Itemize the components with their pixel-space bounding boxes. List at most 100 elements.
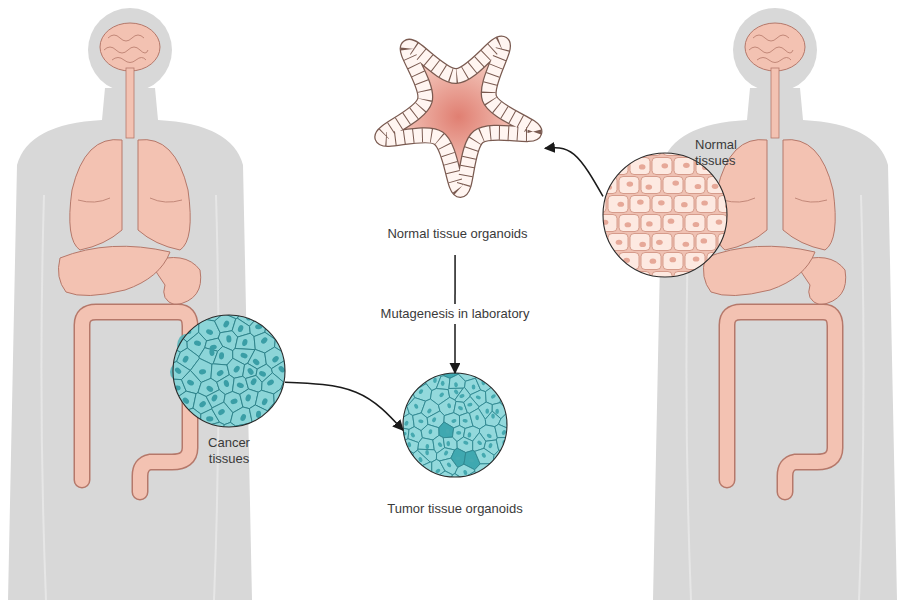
cell-nucleus [455,481,461,487]
cell [685,177,705,194]
cell-nucleus [431,417,437,423]
cell-nucleus [426,408,432,414]
cell [707,177,727,194]
cell-nucleus [404,395,409,399]
tissue-circle: Normal tissues [603,153,727,277]
cell-nucleus [591,162,598,167]
cell-nucleus [297,371,305,377]
cell-nucleus [208,426,217,434]
cell [156,385,175,416]
cell [597,215,617,232]
cell-nucleus [617,202,624,207]
cell-nucleus [182,355,190,364]
cell [641,177,661,194]
cell-nucleus [211,394,219,403]
cell-nucleus [428,429,433,435]
cell [718,196,738,213]
cell [389,437,403,457]
tissue-outline [403,373,507,477]
cell [663,215,683,232]
cell-nucleus [261,397,269,406]
cell-nucleus [509,455,515,459]
node-label-box: Normal tissue organoids [370,226,545,242]
cell-nucleus [170,414,175,421]
cell-nucleus [453,389,459,395]
cell [663,177,683,194]
cell [608,196,628,213]
cell-nucleus [425,450,429,455]
node-label: Cancer tissues [199,435,259,467]
cell-nucleus [683,242,690,247]
cell-nucleus [266,311,273,320]
cell-nucleus [513,433,519,437]
cell-nucleus [618,279,625,284]
cell-nucleus [646,221,653,226]
cell-nucleus [292,348,299,356]
cell [652,272,672,289]
cell [696,234,716,251]
cell-nucleus [271,355,280,364]
cell-nucleus [639,164,646,169]
cell [575,253,595,270]
node-label: Normal tissue organoids [370,226,545,242]
cell-nucleus [393,418,399,424]
cell [267,403,302,444]
cell-group [156,298,305,444]
cell [389,426,399,440]
cell-nucleus [199,431,207,438]
cell-nucleus [623,146,630,151]
cell-nucleus [437,442,443,448]
cell-nucleus [724,240,731,245]
cell-nucleus [650,259,657,264]
cell-nucleus [447,403,452,409]
cell [274,389,302,419]
cell-nucleus [495,409,499,414]
cell [652,196,672,213]
cell-nucleus [230,398,238,405]
cell-nucleus [446,441,450,446]
cell-nucleus [239,413,247,422]
cell-nucleus [446,462,452,468]
tissue-background [403,373,507,477]
cell [440,458,458,475]
cell [740,234,760,251]
cell-nucleus [268,326,276,332]
cell [630,158,650,175]
cell-nucleus [219,352,225,360]
cell-nucleus [592,275,599,280]
cell-nucleus [481,475,487,481]
cell-nucleus [714,256,721,261]
cell-nucleus [467,403,473,407]
cell [729,253,749,270]
node-shape [603,153,727,277]
cell-nucleus [669,257,676,262]
human-figure [8,8,252,600]
cell-nucleus [397,408,403,414]
cell-nucleus [255,324,263,330]
cell [476,475,498,491]
cell-nucleus [410,371,416,377]
cell [586,158,606,175]
cell [389,413,402,428]
cell-nucleus [193,340,202,347]
cell-nucleus [410,432,416,438]
cell [696,196,716,213]
cell-nucleus [490,393,496,399]
cell-nucleus [506,397,512,402]
tissue-background [603,153,727,277]
cell-nucleus [404,420,410,426]
cell [177,298,208,322]
cell [436,376,450,390]
cell-nucleus [282,338,289,346]
cell [275,314,302,353]
cell [729,215,749,232]
cell-nucleus [459,394,465,399]
cell-nucleus [222,320,230,329]
organoid-sphere: Tumor tissue organoids [403,373,507,477]
cell-nucleus [393,441,398,445]
cell-nucleus [162,368,170,374]
cell-nucleus [580,221,587,226]
cell-nucleus [260,336,269,345]
cell [586,272,606,289]
